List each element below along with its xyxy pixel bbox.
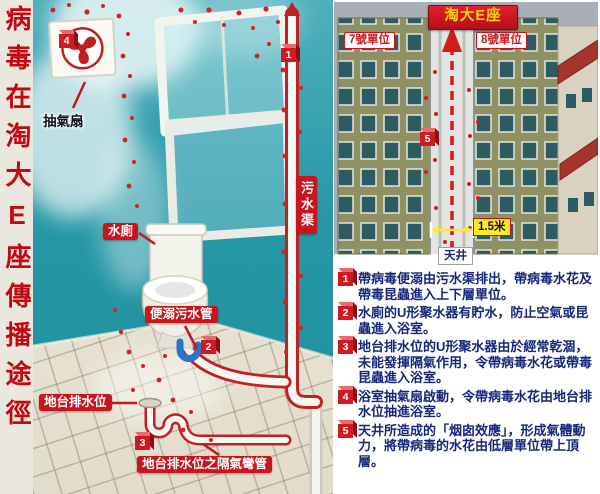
main-title-strip: 病毒在淘大E座傳播途徑 [0,0,34,494]
legend-item: 2 水廁的U形聚水器有貯水，防止空氣或昆蟲進入浴室。 [338,305,598,336]
bathroom-illustration: 抽氣扇 水廁 便溺污水管 污水渠 地台排水位 地台排水位之隔氣彎管 4 1 2 … [33,0,333,494]
exhaust-fan-label: 抽氣扇 [43,114,84,129]
legend-text-2: 水廁的U形聚水器有貯水，防止空氣或昆蟲進入浴室。 [358,305,589,336]
left-facade [337,17,431,255]
legend-text-4: 浴室抽氣扇啟動，令帶病毒水花由地台排水位抽進浴室。 [358,388,593,420]
block-banner: 淘大E座 [428,5,518,30]
adjacent-building [557,25,598,255]
toilet-u-trap [176,338,202,362]
bathroom-drawing [33,2,333,494]
building-drawing [334,2,598,255]
building-illustration: 淘大E座 7號單位 8號單位 1.5米 天井 5 [334,2,598,270]
badge-1-sewage-stack: 1 [281,48,296,62]
legend-text-3: 地台排水位的U形聚水器由於經常乾涸，未能發揮隔氣作用，令帶病毒水花或帶毒昆蟲進入… [358,339,593,385]
pipes [144,2,323,494]
legend-text-5: 天井所造成的「烟囱效應」，形成氣體動力，將帶病毒的水花由低層單位帶上頂層。 [358,422,586,469]
floor-drain-grate [138,397,162,409]
chimney-effect-arrow [442,26,462,250]
toilet-label: 水廁 [103,223,139,240]
exhaust-fan [48,17,117,79]
sewage-stack-label: 污水渠 [296,176,317,234]
badge-5-light-well: 5 [420,132,435,146]
legend-badge-3: 3 [338,340,353,354]
light-well-label: 天井 [438,247,473,265]
virus-particles [50,3,303,442]
legend-badge-5: 5 [338,423,353,438]
floor-drain-label: 地台排水位 [39,394,112,411]
legend-item: 5 天井所造成的「烟囱效應」，形成氣體動力，將帶病毒的水花由低層單位帶上頂層。 [338,423,598,470]
badge-4-exhaust-fan: 4 [59,34,74,48]
legend-badge-1: 1 [338,272,353,286]
unit-8-label: 8號單位 [476,32,527,49]
main-title: 病毒在淘大E座傳播途徑 [2,5,32,438]
legend: 1 帶病毒便溺由污水渠排出，帶病毒水花及帶毒昆蟲進入上下層單位。 2 水廁的U形… [336,271,598,494]
stack-up-arrow [284,2,300,16]
legend-text-1: 帶病毒便溺由污水渠排出，帶病毒水花及帶毒昆蟲進入上下層單位。 [358,271,593,302]
legend-badge-2: 2 [338,306,353,320]
gap-measurement [429,222,475,238]
unit-7-label: 7號單位 [344,32,395,49]
floor-drain-trap-label: 地台排水位之隔氣彎管 [137,456,273,473]
badge-3-floor-drain-trap: 3 [135,436,150,450]
legend-item: 1 帶病毒便溺由污水渠排出，帶病毒水花及帶毒昆蟲進入上下層單位。 [338,271,598,302]
right-facade [473,17,559,255]
gap-width-label: 1.5米 [473,218,511,236]
soil-pipe-label: 便溺污水管 [145,306,218,323]
legend-badge-4: 4 [338,389,353,404]
badge-2-soil-pipe: 2 [201,340,216,354]
legend-item: 4 浴室抽氣扇啟動，令帶病毒水花由地台排水位抽進浴室。 [338,389,598,420]
shaft-virus-particles [424,70,480,244]
window [154,5,295,243]
toilet [141,223,209,362]
legend-item: 3 地台排水位的U形聚水器由於經常乾涸，未能發揮隔氣作用，令帶病毒水花或帶毒昆蟲… [338,339,598,386]
